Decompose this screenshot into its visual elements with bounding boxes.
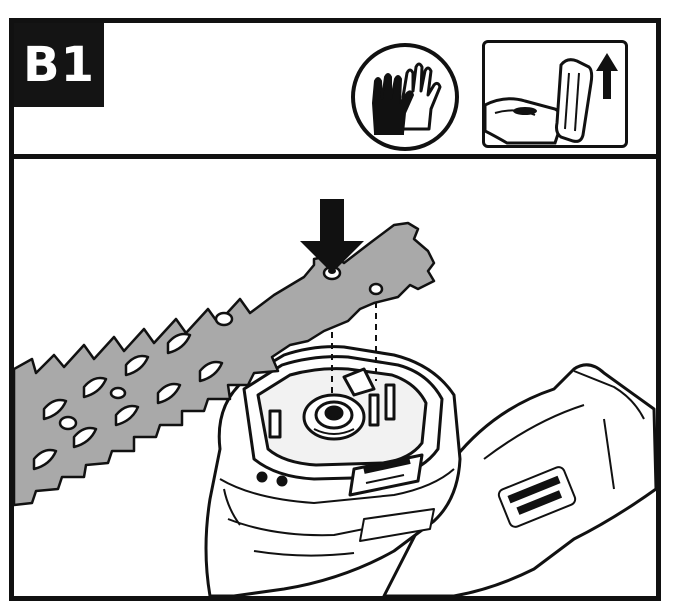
blade-installation-illustration [14,159,656,596]
hedge-trimmer-body [204,345,656,596]
arrow-down-icon [300,199,364,273]
alignment-guide-lines [331,277,377,395]
instruction-panel: B1 [9,18,661,601]
gloves-icon [351,43,459,151]
step-badge: B1 [14,23,104,107]
battery-remove-icon [482,40,628,148]
panel-header: B1 [14,23,656,159]
cutting-blade [14,221,436,507]
